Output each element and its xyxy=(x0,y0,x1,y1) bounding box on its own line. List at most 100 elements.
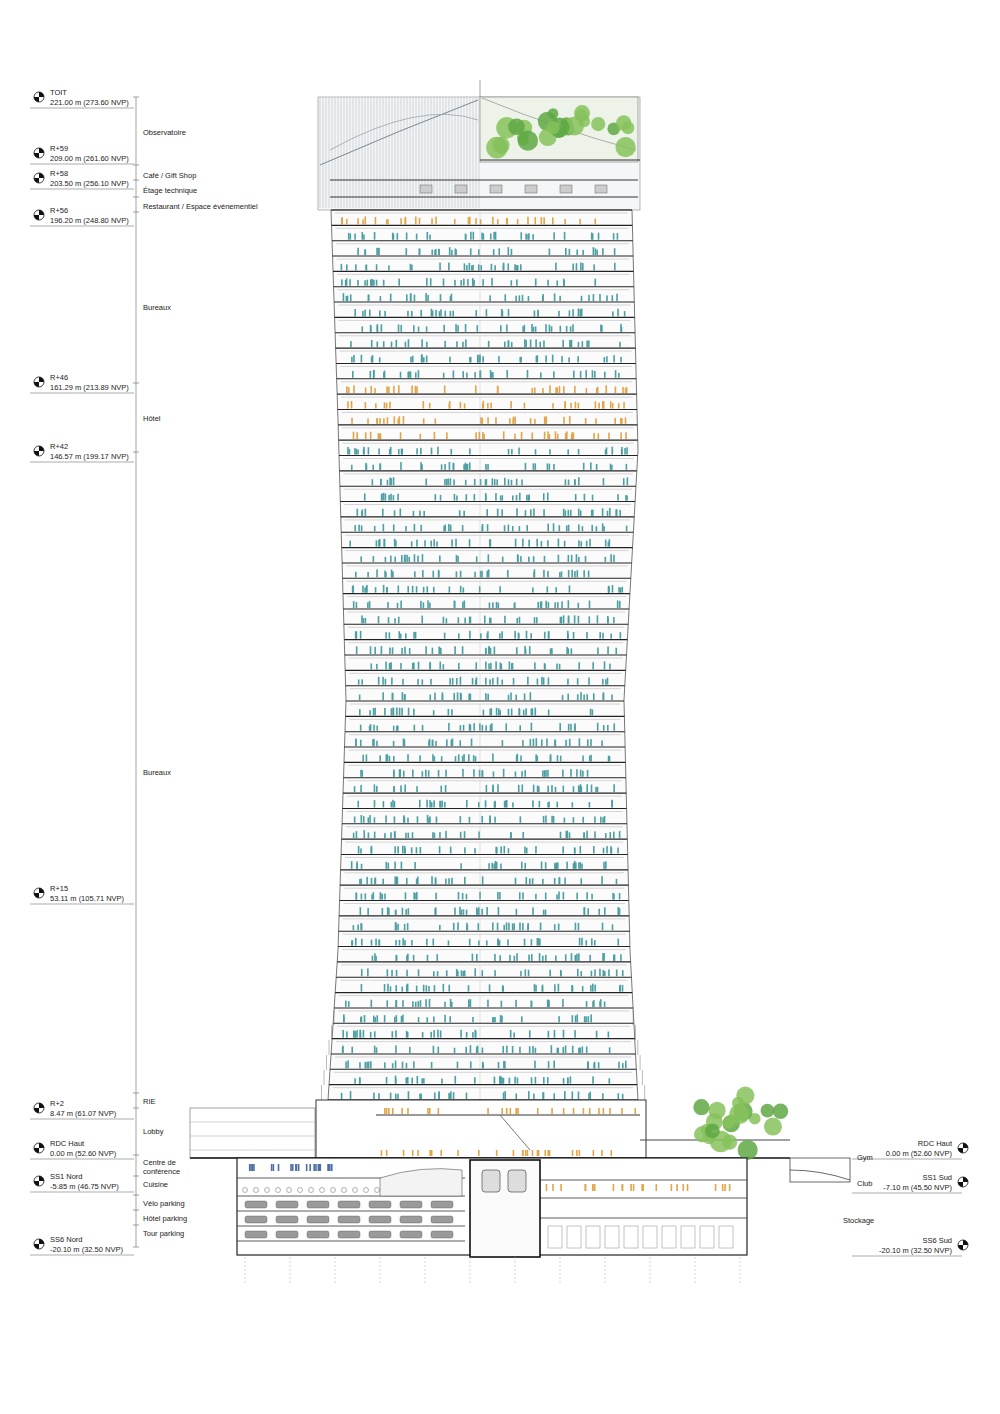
person-figure xyxy=(485,493,487,500)
floor-slab xyxy=(344,747,625,748)
person-figure xyxy=(565,954,567,961)
person-figure xyxy=(464,263,466,270)
slab xyxy=(330,196,638,197)
person-figure xyxy=(510,401,512,408)
person-figure xyxy=(586,784,588,792)
person-figure xyxy=(585,556,587,562)
person-figure xyxy=(573,786,575,792)
person-figure xyxy=(420,448,422,455)
person-figure xyxy=(386,219,388,224)
person-figure xyxy=(368,832,370,838)
person-figure xyxy=(387,907,389,915)
person-figure xyxy=(579,219,581,224)
person-figure xyxy=(458,617,460,623)
person-figure xyxy=(487,571,489,578)
person-figure xyxy=(366,465,368,470)
person-figure xyxy=(405,218,407,224)
person-figure xyxy=(582,755,584,761)
person-figure xyxy=(532,588,534,593)
person-figure xyxy=(395,540,397,546)
person-figure xyxy=(518,634,520,639)
person-figure xyxy=(602,679,604,685)
person-figure xyxy=(404,940,406,945)
person-figure xyxy=(412,356,414,363)
person-figure xyxy=(508,449,510,455)
person-figure xyxy=(439,662,441,670)
person-figure xyxy=(453,693,455,700)
person-figure xyxy=(518,633,520,639)
person-figure xyxy=(565,510,567,515)
tree xyxy=(575,109,588,122)
person-figure xyxy=(456,678,458,685)
person-figure xyxy=(514,264,516,270)
person-figure xyxy=(425,293,427,301)
person-figure xyxy=(377,324,379,332)
floor-slab xyxy=(334,286,634,287)
person-figure xyxy=(499,633,501,638)
person-figure xyxy=(349,449,351,455)
person-figure xyxy=(528,495,530,501)
level-marker xyxy=(39,210,44,215)
person-figure xyxy=(413,709,415,716)
plant-equipment xyxy=(525,185,537,193)
person-figure xyxy=(434,833,436,838)
person-figure xyxy=(589,539,591,547)
person-figure xyxy=(572,264,574,271)
person-figure xyxy=(386,754,388,761)
person-figure xyxy=(427,955,429,961)
person-figure xyxy=(361,355,363,363)
person-figure xyxy=(580,784,582,792)
person-figure xyxy=(591,510,593,516)
person-figure xyxy=(388,387,390,394)
person-figure xyxy=(534,388,536,394)
person-figure xyxy=(464,831,466,838)
person-figure xyxy=(574,847,576,853)
person-figure xyxy=(497,386,499,393)
person-figure xyxy=(428,770,430,777)
person-figure xyxy=(380,892,382,899)
person-figure xyxy=(379,310,381,316)
person-figure xyxy=(439,846,441,853)
person-figure xyxy=(380,479,382,485)
person-figure xyxy=(563,386,565,393)
person-figure xyxy=(485,662,487,670)
person-figure xyxy=(564,219,566,224)
person-figure xyxy=(376,280,378,286)
person-figure xyxy=(379,357,381,362)
person-figure xyxy=(381,646,383,654)
person-figure xyxy=(404,785,406,793)
person-figure xyxy=(373,725,375,731)
person-figure xyxy=(521,771,523,777)
level-marker xyxy=(34,377,44,387)
person-figure xyxy=(422,725,424,731)
person-figure xyxy=(356,432,358,439)
person-figure xyxy=(557,755,559,761)
person-figure xyxy=(488,341,490,347)
core-line xyxy=(480,704,481,716)
floor-slab xyxy=(335,317,635,318)
person-figure xyxy=(557,862,559,868)
person-figure xyxy=(490,539,492,546)
floor-slab xyxy=(341,854,628,855)
person-figure xyxy=(391,570,393,578)
person-figure xyxy=(553,816,555,823)
person-figure xyxy=(450,296,452,301)
person-figure xyxy=(445,879,447,885)
person-figure xyxy=(508,479,510,485)
person-figure xyxy=(545,910,547,915)
person-figure xyxy=(392,800,394,808)
person-figure xyxy=(457,692,459,700)
person-figure xyxy=(341,279,343,285)
person-figure xyxy=(450,449,452,455)
person-figure xyxy=(361,615,363,623)
person-figure xyxy=(582,250,584,255)
person-figure xyxy=(353,385,355,393)
person-figure xyxy=(469,263,471,271)
level-marker xyxy=(34,178,39,183)
person-figure xyxy=(555,431,557,439)
person-figure xyxy=(519,725,521,730)
person-figure xyxy=(549,325,551,332)
floor-slab xyxy=(338,409,637,410)
person-figure xyxy=(494,802,496,808)
core-line xyxy=(480,581,481,593)
